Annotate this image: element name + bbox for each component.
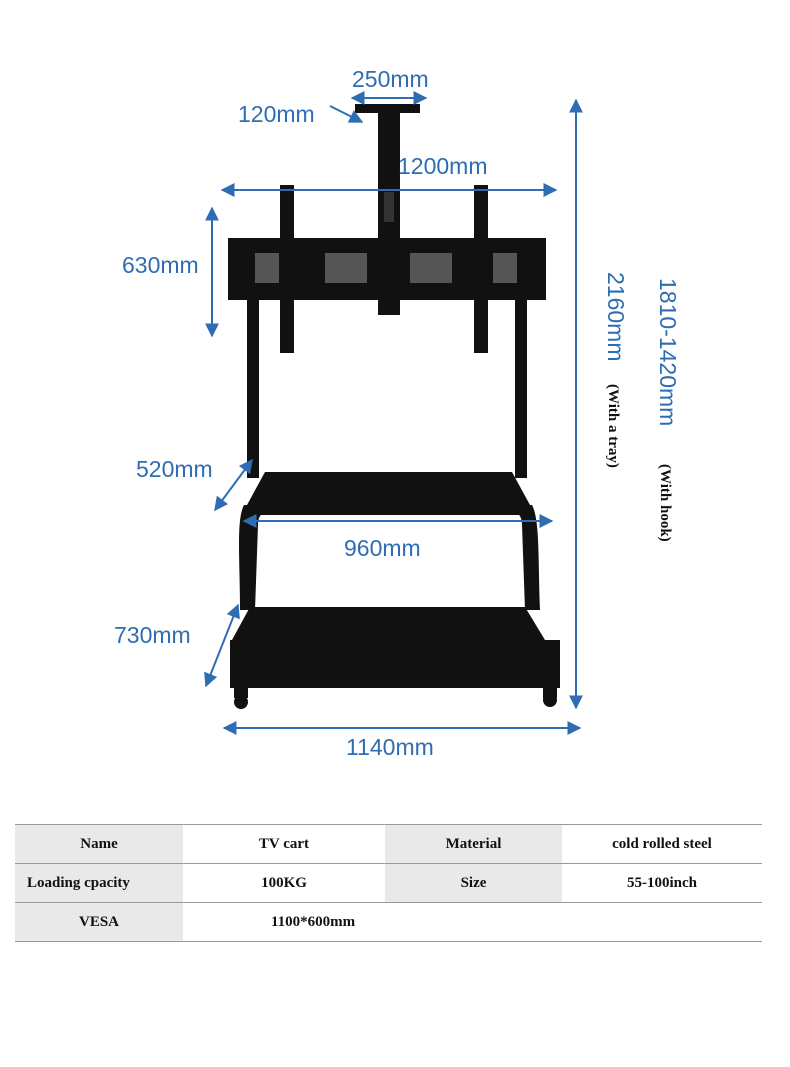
- spec-label-size: Size: [385, 863, 562, 903]
- dim-top-depth: 120mm: [238, 101, 315, 127]
- dim-top-width: 250mm: [352, 66, 429, 92]
- spec-value-vesa: 1100*600mm: [183, 902, 762, 942]
- dimension-lines: [204, 91, 583, 735]
- product-dimension-diagram: 250mm 120mm 1200mm 630mm 520mm 960mm 730…: [114, 66, 681, 760]
- spec-value-material: cold rolled steel: [562, 824, 762, 864]
- dim-base-depth: 730mm: [114, 622, 191, 648]
- spec-label-material: Material: [385, 824, 562, 864]
- spec-label-vesa: VESA: [15, 902, 183, 942]
- spec-value-size: 55-100inch: [562, 863, 762, 903]
- spec-label-name: Name: [15, 824, 183, 864]
- table-row: VESA 1100*600mm: [15, 902, 762, 942]
- spec-value-loading: 100KG: [183, 863, 385, 903]
- dim-bracket-width: 1200mm: [398, 153, 487, 179]
- dim-tray-width: 960mm: [344, 535, 421, 561]
- dim-bracket-height: 630mm: [122, 252, 199, 278]
- specification-table: Name TV cart Material cold rolled steel …: [15, 824, 762, 942]
- spec-label-loading: Loading cpacity: [15, 863, 183, 903]
- table-row: Loading cpacity 100KG Size 55-100inch: [15, 863, 762, 903]
- dim-base-width: 1140mm: [346, 734, 434, 760]
- dim-tray-depth: 520mm: [136, 456, 213, 482]
- tv-cart-illustration: [228, 104, 560, 709]
- table-row: Name TV cart Material cold rolled steel: [15, 824, 762, 864]
- dim-height-tray-note: (With a tray): [605, 384, 621, 468]
- spec-value-name: TV cart: [183, 824, 385, 864]
- dim-height-tray: 2160mm: [603, 272, 629, 361]
- dim-height-hook: 1810-1420mm: [655, 278, 681, 426]
- dim-height-hook-note: (With hook): [657, 464, 673, 542]
